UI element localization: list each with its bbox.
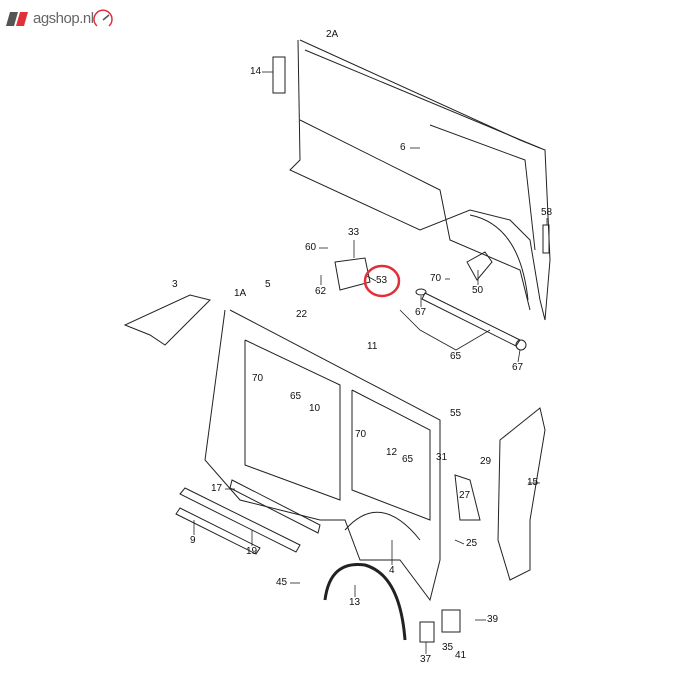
part-50[interactable] (466, 251, 493, 281)
part-15[interactable] (497, 407, 546, 581)
part-53[interactable] (334, 257, 371, 291)
part-17-19[interactable] (175, 479, 321, 555)
label-12[interactable]: 12 (386, 447, 398, 458)
label-60[interactable]: 60 (305, 242, 317, 253)
label-35[interactable]: 35 (442, 642, 454, 653)
label-65[interactable]: 65 (402, 454, 414, 465)
label-41[interactable]: 41 (455, 650, 467, 661)
label-13[interactable]: 13 (349, 597, 361, 608)
label-27[interactable]: 27 (459, 490, 471, 501)
side-panel-1a[interactable] (204, 309, 441, 602)
side-panel-2a[interactable] (289, 39, 551, 321)
label-67[interactable]: 67 (415, 307, 427, 318)
label-50[interactable]: 50 (472, 285, 484, 296)
label-39[interactable]: 39 (487, 614, 499, 625)
part-37[interactable] (419, 621, 435, 643)
label-5[interactable]: 5 (265, 279, 271, 290)
label-55[interactable]: 55 (450, 408, 462, 419)
label-31[interactable]: 31 (436, 452, 448, 463)
label-37[interactable]: 37 (420, 654, 432, 665)
label-70[interactable]: 70 (355, 429, 367, 440)
label-3[interactable]: 3 (172, 279, 178, 290)
logo-text: agshop.nl (33, 10, 94, 27)
sill-65-upper[interactable] (421, 292, 521, 347)
label-9[interactable]: 9 (190, 535, 196, 546)
label-58[interactable]: 58 (541, 207, 553, 218)
label-4[interactable]: 4 (389, 565, 395, 576)
label-70[interactable]: 70 (252, 373, 264, 384)
label-62[interactable]: 62 (315, 286, 327, 297)
speedometer-icon (93, 9, 113, 27)
label-53[interactable]: 53 (376, 275, 388, 286)
label-22[interactable]: 22 (296, 309, 308, 320)
label-65[interactable]: 65 (450, 351, 462, 362)
label-11[interactable]: 11 (367, 341, 378, 352)
label-25[interactable]: 25 (466, 538, 478, 549)
part-35[interactable] (441, 609, 461, 633)
part-13-wheel-arch[interactable] (323, 562, 407, 641)
label-29[interactable]: 29 (480, 456, 492, 467)
label-14[interactable]: 14 (250, 66, 262, 77)
label-45[interactable]: 45 (276, 577, 288, 588)
part-27[interactable] (454, 474, 481, 521)
label-33[interactable]: 33 (348, 227, 360, 238)
logo-mark-icon (6, 12, 28, 26)
part-14[interactable] (272, 56, 286, 94)
label-1a[interactable]: 1A (234, 288, 247, 299)
label-67[interactable]: 67 (512, 362, 524, 373)
part-58[interactable] (542, 224, 550, 254)
vagshop-logo[interactable]: agshop.nl (6, 6, 116, 32)
highlight-circle-53 (363, 264, 401, 298)
label-10[interactable]: 10 (309, 403, 321, 414)
label-65[interactable]: 65 (290, 391, 302, 402)
label-6[interactable]: 6 (400, 142, 406, 153)
label-19[interactable]: 19 (246, 546, 258, 557)
label-70[interactable]: 70 (430, 273, 442, 284)
label-15[interactable]: 15 (527, 477, 539, 488)
part-3[interactable] (123, 294, 211, 346)
label-2a[interactable]: 2A (326, 29, 339, 40)
label-17[interactable]: 17 (211, 483, 223, 494)
